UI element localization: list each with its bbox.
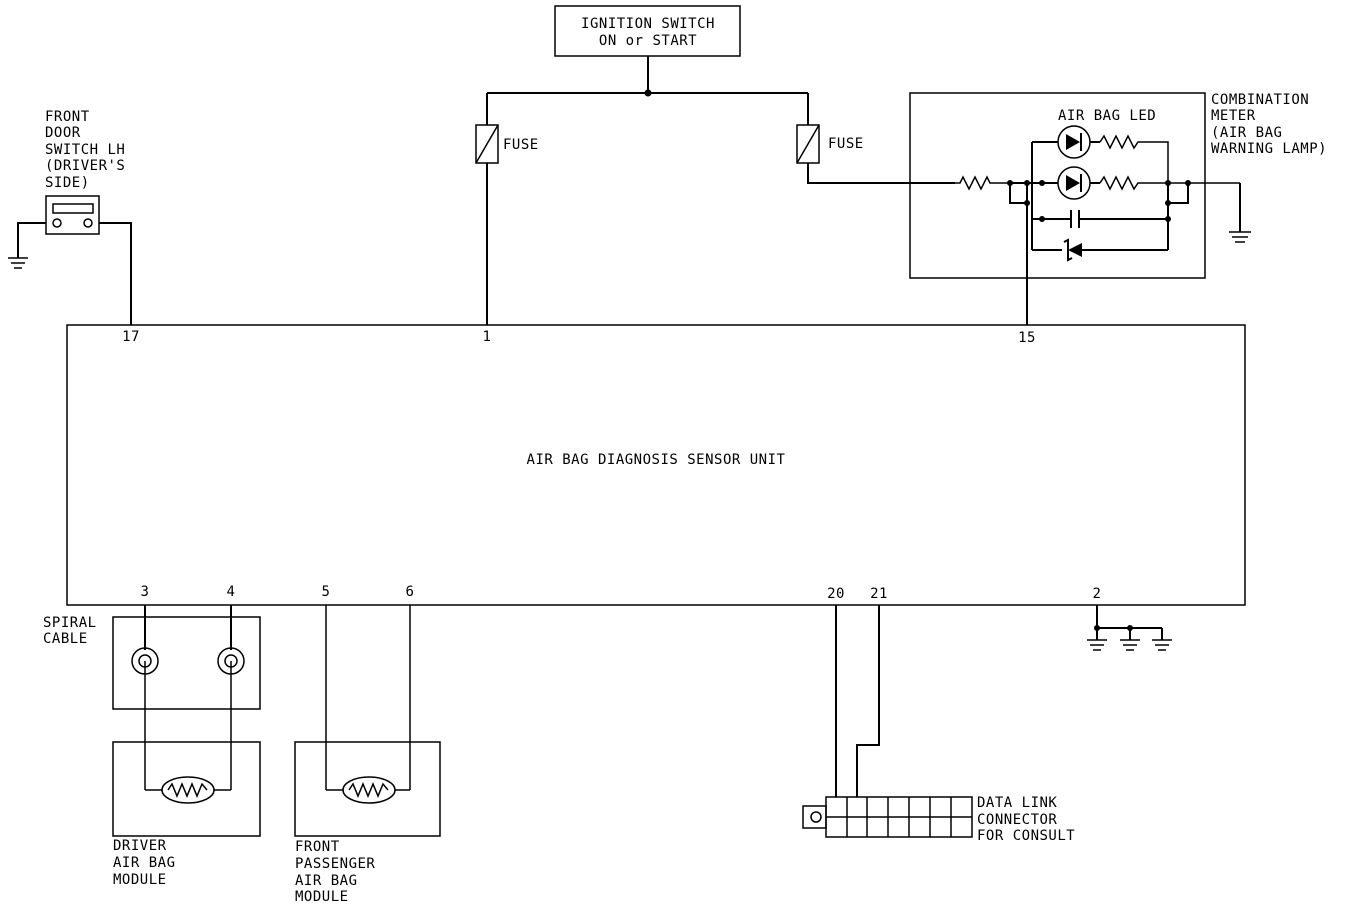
pin-6: 6 <box>406 584 415 600</box>
ignition-switch-line2: ON or START <box>599 33 697 49</box>
ignition-switch: IGNITION SWITCH ON or START <box>554 5 741 57</box>
pin-15: 15 <box>1018 330 1036 346</box>
spiral-cable: SPIRAL CABLE <box>43 605 261 790</box>
pin-5: 5 <box>322 584 331 600</box>
spiral-icon <box>217 647 245 675</box>
ground-icon <box>1087 639 1107 651</box>
pin-3: 3 <box>141 584 150 600</box>
ignition-switch-line1: IGNITION SWITCH <box>581 16 715 32</box>
capacitor-icon <box>1066 210 1168 228</box>
svg-text:AIR BAG: AIR BAG <box>113 855 176 871</box>
spiral-cable-label: SPIRAL CABLE <box>43 615 97 647</box>
svg-text:DRIVER: DRIVER <box>113 838 167 854</box>
pin-21: 21 <box>870 586 888 602</box>
ground-icon <box>8 257 28 269</box>
fuse-right-label: FUSE <box>828 136 864 152</box>
svg-text:DATA LINK: DATA LINK <box>977 795 1057 811</box>
air-bag-led-label: AIR BAG LED <box>1058 108 1156 124</box>
svg-text:METER: METER <box>1211 108 1256 124</box>
fuse-left-label: FUSE <box>503 137 539 153</box>
svg-text:PASSENGER: PASSENGER <box>295 856 375 872</box>
front-door-switch-label: FRONT DOOR SWITCH LH (DRIVER'S SIDE) <box>45 109 125 191</box>
passenger-air-bag-module-label: FRONT PASSENGER AIR BAG MODULE <box>295 839 375 905</box>
spiral-icon <box>131 647 159 675</box>
data-link-connector-label: DATA LINK CONNECTOR FOR CONSULT <box>977 795 1075 844</box>
pin-4: 4 <box>227 584 236 600</box>
passenger-air-bag-module: FRONT PASSENGER AIR BAG MODULE <box>294 605 441 905</box>
pin-2: 2 <box>1093 586 1102 602</box>
svg-text:FOR CONSULT: FOR CONSULT <box>977 828 1075 844</box>
svg-text:FRONT: FRONT <box>45 109 90 125</box>
air-bag-led-lower-icon <box>1057 166 1091 200</box>
air-bag-diagnosis-sensor-unit: AIR BAG DIAGNOSIS SENSOR UNIT 17 1 15 3 … <box>66 324 1246 606</box>
data-link-connector: DATA LINK CONNECTOR FOR CONSULT <box>802 605 1075 844</box>
ignition-wiring <box>486 56 809 125</box>
ground-icon <box>1120 639 1140 651</box>
pin-17: 17 <box>122 329 140 345</box>
svg-text:(DRIVER'S: (DRIVER'S <box>45 158 125 174</box>
svg-text:CONNECTOR: CONNECTOR <box>977 812 1057 828</box>
zener-diode-icon <box>1063 238 1168 262</box>
pin-20: 20 <box>827 586 845 602</box>
svg-text:CABLE: CABLE <box>43 631 88 647</box>
resistor-icon <box>955 175 1010 191</box>
pin-1: 1 <box>483 329 492 345</box>
svg-text:SIDE): SIDE) <box>45 175 90 191</box>
ground-group-pin2 <box>1087 605 1172 651</box>
combination-meter-label: COMBINATION METER (AIR BAG WARNING LAMP) <box>1211 92 1327 157</box>
svg-text:DOOR: DOOR <box>45 125 81 141</box>
squib-icon <box>342 776 396 804</box>
driver-air-bag-module-label: DRIVER AIR BAG MODULE <box>113 838 176 888</box>
svg-text:WARNING LAMP): WARNING LAMP) <box>1211 141 1327 157</box>
svg-text:FRONT: FRONT <box>295 839 340 855</box>
svg-text:MODULE: MODULE <box>295 889 349 905</box>
combination-meter: COMBINATION METER (AIR BAG WARNING LAMP)… <box>909 92 1327 325</box>
svg-text:MODULE: MODULE <box>113 872 167 888</box>
ground-icon <box>1152 639 1172 651</box>
svg-text:SWITCH LH: SWITCH LH <box>45 142 125 158</box>
fuse-right: FUSE <box>796 124 955 184</box>
svg-text:SPIRAL: SPIRAL <box>43 615 97 631</box>
fuse-left: FUSE <box>475 124 539 325</box>
svg-text:AIR BAG: AIR BAG <box>295 873 358 889</box>
front-door-switch: FRONT DOOR SWITCH LH (DRIVER'S SIDE) <box>8 109 132 325</box>
air-bag-led-upper-icon <box>1057 125 1091 159</box>
svg-text:(AIR BAG: (AIR BAG <box>1211 125 1282 141</box>
squib-icon <box>161 776 215 804</box>
svg-text:COMBINATION: COMBINATION <box>1211 92 1309 108</box>
driver-air-bag-module: DRIVER AIR BAG MODULE <box>112 741 261 888</box>
ground-icon <box>1229 183 1251 243</box>
sensor-unit-label: AIR BAG DIAGNOSIS SENSOR UNIT <box>527 452 786 468</box>
